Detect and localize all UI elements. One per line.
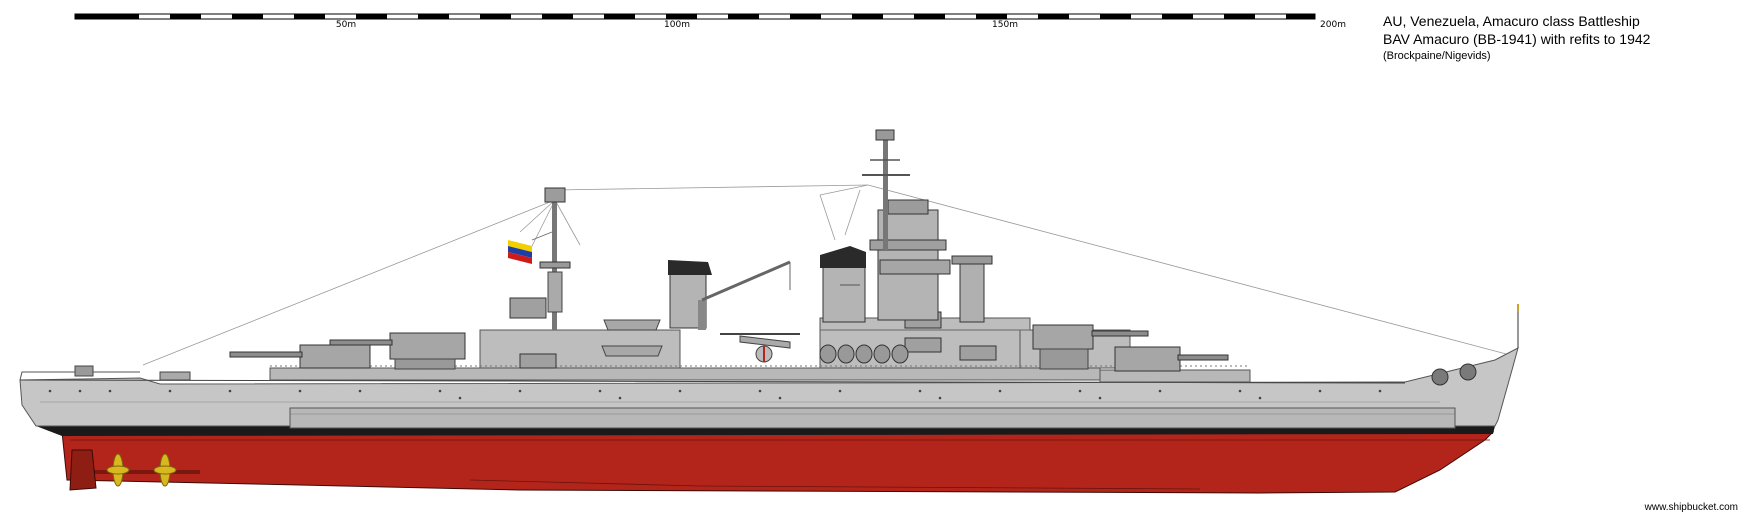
aft-mast (539, 187, 571, 330)
hull (19, 304, 1519, 494)
propellers (69, 449, 200, 491)
searchlights (819, 344, 909, 364)
scale-label-100m: 100m (664, 20, 690, 30)
secondary-mounts (509, 297, 997, 369)
scale-label-200m: 200m (1320, 20, 1346, 30)
turret-b (1032, 324, 1149, 370)
aircraft-crane (698, 260, 791, 330)
ship-name-title: BAV Amacuro (BB-1941) with refits to 194… (1383, 31, 1651, 47)
site-credit: www.shipbucket.com (1644, 502, 1738, 513)
turret-c (329, 332, 466, 370)
hull-topsides (19, 347, 1519, 427)
armor-belt (289, 407, 1456, 429)
rudder (69, 449, 97, 491)
bridge-tower (869, 199, 993, 323)
author-credit: (Brockpaine/Nigevids) (1383, 50, 1491, 62)
venezuela-flag (508, 231, 553, 264)
title-block: AU, Venezuela, Amacuro class Battleship … (1383, 12, 1650, 64)
rigging (142, 184, 1511, 366)
scale-bar (74, 13, 1316, 20)
scale-label-150m: 150m (992, 20, 1018, 30)
anchor-hawse-2 (1459, 363, 1477, 381)
anchor-hawse-1 (1431, 368, 1449, 386)
turret-a (1114, 346, 1229, 372)
forward-funnel (820, 246, 866, 323)
portholes (48, 389, 1382, 400)
forward-mast (862, 129, 910, 250)
scale-label-50m: 50m (335, 20, 357, 30)
boats (601, 319, 663, 357)
hull-underwater-red (61, 431, 1495, 494)
main-turrets (229, 324, 1229, 372)
turret-d (229, 344, 371, 369)
seaplane (720, 333, 800, 363)
ship-class-title: AU, Venezuela, Amacuro class Battleship (1383, 13, 1640, 29)
